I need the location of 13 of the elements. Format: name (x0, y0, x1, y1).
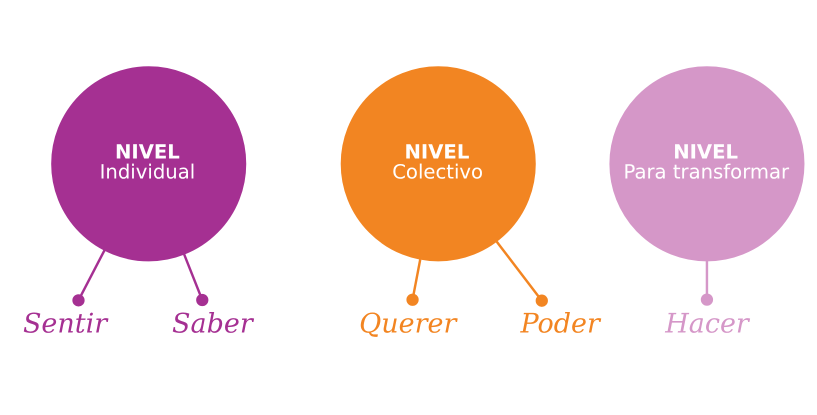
node-text: Poder (520, 308, 600, 340)
connector (72, 249, 106, 306)
node-circle: NIVEL Colectivo (340, 66, 536, 261)
node-text: Hacer (665, 308, 749, 340)
connector (183, 253, 208, 306)
node-text: Querer (359, 308, 456, 340)
node-circle: NIVEL Para transformar (609, 66, 804, 261)
connector (496, 240, 548, 306)
node-text: Saber (172, 308, 253, 340)
connector (406, 258, 422, 306)
node-text: Sentir (22, 308, 108, 340)
connector (700, 260, 714, 306)
node-circle: NIVEL Individual (51, 66, 246, 261)
